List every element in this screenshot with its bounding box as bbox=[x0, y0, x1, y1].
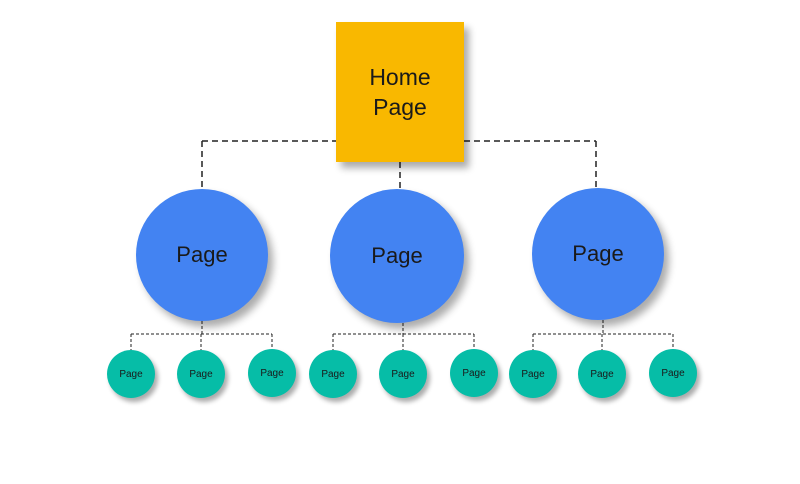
level2-page-node: Page bbox=[532, 188, 664, 320]
level2-page-node: Page bbox=[136, 189, 268, 321]
level3-page-label: Page bbox=[189, 368, 213, 380]
level3-page-node: Page bbox=[107, 350, 155, 398]
level3-page-node: Page bbox=[309, 350, 357, 398]
home-page-label-line2: Page bbox=[373, 94, 427, 120]
level3-page-node: Page bbox=[177, 350, 225, 398]
level3-page-label: Page bbox=[661, 367, 685, 379]
level2-page-label: Page bbox=[572, 241, 624, 266]
level3-page-label: Page bbox=[462, 367, 486, 379]
level3-page-label: Page bbox=[119, 368, 143, 380]
home-page-node: Home Page bbox=[336, 22, 464, 162]
level2-page-label: Page bbox=[371, 243, 423, 268]
level3-page-label: Page bbox=[590, 368, 614, 380]
level2-page-label: Page bbox=[176, 242, 228, 267]
level3-page-node: Page bbox=[509, 350, 557, 398]
level3-page-node: Page bbox=[450, 349, 498, 397]
level2-page-node: Page bbox=[330, 189, 464, 323]
level3-page-label: Page bbox=[321, 368, 345, 380]
home-page-label-line1: Home bbox=[369, 64, 431, 90]
level3-page-label: Page bbox=[260, 367, 284, 379]
level3-page-node: Page bbox=[578, 350, 626, 398]
level3-page-node: Page bbox=[248, 349, 296, 397]
level3-page-node: Page bbox=[379, 350, 427, 398]
level3-page-label: Page bbox=[521, 368, 545, 380]
level3-page-label: Page bbox=[391, 368, 415, 380]
level3-page-node: Page bbox=[649, 349, 697, 397]
